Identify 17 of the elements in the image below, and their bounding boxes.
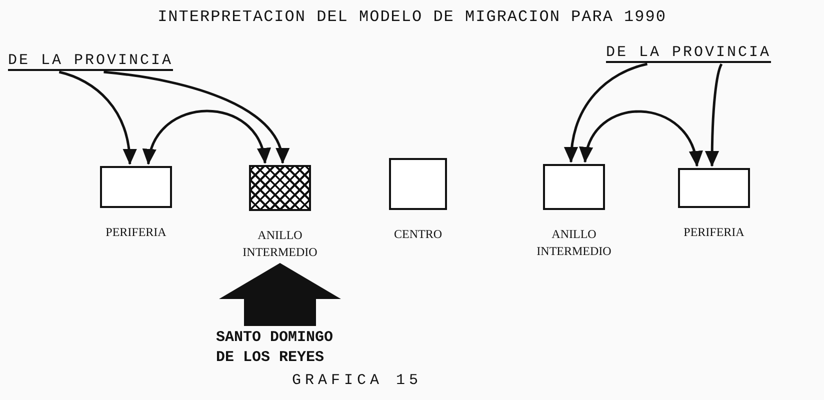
- block-arrow: [219, 263, 341, 326]
- curved-arrow: [580, 110, 702, 167]
- curved-arrow: [104, 70, 288, 164]
- source-label: DE LA PROVINCIA: [606, 44, 772, 63]
- zone-label: CENTRO: [393, 226, 443, 243]
- source-label: DE LA PROVINCIA: [8, 52, 174, 71]
- curved-arrow: [144, 110, 269, 165]
- zone-label: PERIFERIA: [104, 224, 168, 241]
- zone-label: ANILLO INTERMEDIO: [536, 226, 612, 260]
- curved-arrow: [58, 70, 136, 165]
- zone-label: PERIFERIA: [682, 224, 746, 241]
- place-label: SANTO DOMINGO DE LOS REYES: [216, 328, 351, 368]
- diagram-title: INTERPRETACION DEL MODELO DE MIGRACION PARA 1990: [156, 8, 668, 26]
- curved-arrow: [705, 63, 723, 167]
- zone-label: ANILLO INTERMEDIO: [242, 227, 318, 261]
- curved-arrow: [564, 62, 648, 163]
- figure-caption: GRAFICA 15: [292, 372, 422, 389]
